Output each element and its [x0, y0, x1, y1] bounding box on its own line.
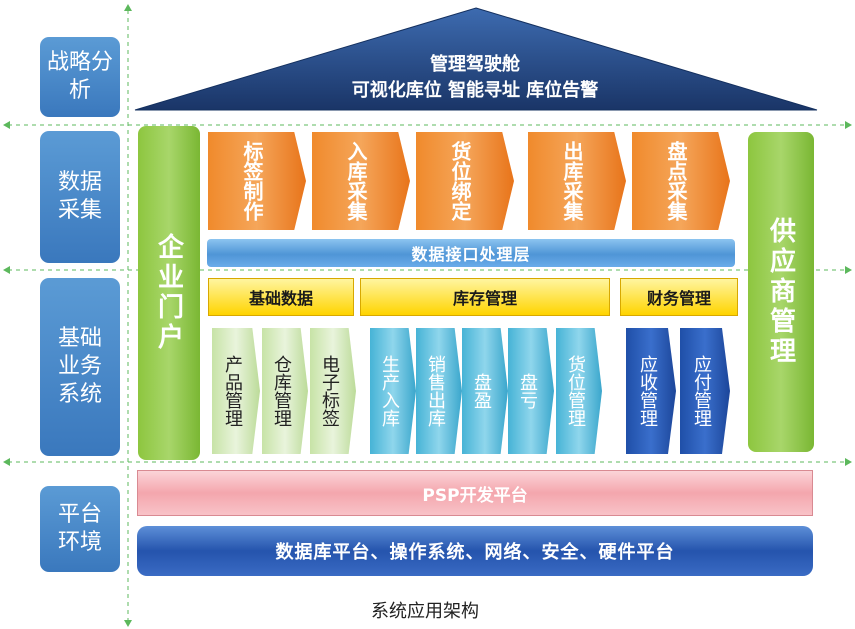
enterprise-portal: 企业门户 [138, 126, 200, 460]
step-stocktake-collection: 盘点采集 [632, 132, 730, 230]
layer-strategy: 战略分析 [40, 37, 120, 117]
layer-platform: 平台环境 [40, 486, 120, 572]
data-interface-layer: 数据接口处理层 [207, 239, 735, 267]
item-inventory-surplus: 盘盈 [462, 328, 508, 454]
figure-caption: 系统应用架构 [371, 601, 479, 622]
layer-business: 基础业务系统 [40, 278, 120, 456]
header-inventory: 库存管理 [360, 278, 610, 316]
roof-subtitle: 可视化库位 智能寻址 库位告警 [351, 80, 599, 101]
header-finance: 财务管理 [620, 278, 738, 316]
header-basic-data: 基础数据 [208, 278, 354, 316]
item-location-management: 货位管理 [556, 328, 602, 454]
layer-collection: 数据采集 [40, 131, 120, 263]
infrastructure-platform: 数据库平台、操作系统、网络、安全、硬件平台 [137, 526, 813, 576]
psp-dev-platform: PSP开发平台 [137, 470, 813, 516]
item-sales-outbound: 销售出库 [416, 328, 462, 454]
item-receivables: 应收管理 [626, 328, 676, 454]
step-outbound-collection: 出库采集 [528, 132, 626, 230]
step-label-making: 标签制作 [208, 132, 306, 230]
item-payables: 应付管理 [680, 328, 730, 454]
item-electronic-tag: 电子标签 [310, 328, 356, 454]
item-product-management: 产品管理 [212, 328, 260, 454]
item-inventory-loss: 盘亏 [508, 328, 554, 454]
item-production-inbound: 生产入库 [370, 328, 416, 454]
supplier-management: 供应商管理 [748, 132, 814, 452]
roof-title: 管理驾驶舱 [430, 54, 520, 75]
item-warehouse-management: 仓库管理 [262, 328, 308, 454]
step-location-binding: 货位绑定 [416, 132, 514, 230]
roof-triangle [134, 7, 818, 111]
step-inbound-collection: 入库采集 [312, 132, 410, 230]
